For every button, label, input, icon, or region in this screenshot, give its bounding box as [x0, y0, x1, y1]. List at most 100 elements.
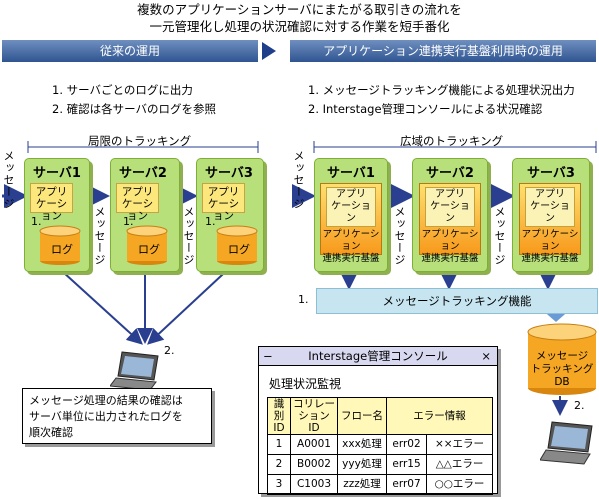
- cell-corr: C1003: [290, 474, 338, 495]
- col-correlation-id: コリレーションID: [290, 397, 338, 435]
- left-item-2: 2. 確認は各サーバのログを参照: [52, 102, 217, 116]
- app-integration-box: アプリケーション アプリケーション 連携実行基盤: [519, 183, 581, 264]
- title-line-2: 一元管理化し処理の状況確認に対する作業を短手番化: [149, 19, 450, 34]
- cell-code: err15: [385, 454, 428, 475]
- server-title: サーバ1: [33, 166, 81, 181]
- right-banner: アプリケーション連携実行基盤利用時の運用: [290, 40, 596, 62]
- db-label-1: メッセージ: [535, 350, 589, 362]
- table-row[interactable]: 1 A0001 xxx処理 err02 ××エラー: [267, 434, 493, 455]
- tracking-db-label: メッセージ トラッキングDB: [528, 350, 596, 389]
- cell-code: err07: [385, 474, 428, 495]
- tracking-db-icon: [527, 323, 597, 395]
- app-box: アプリケーション: [116, 183, 159, 222]
- cell-msg: ××エラー: [426, 434, 493, 455]
- close-icon[interactable]: ×: [481, 349, 491, 363]
- db-label-2: トラッキングDB: [530, 363, 594, 388]
- server-title: サーバ2: [426, 166, 474, 181]
- minimize-icon[interactable]: −: [263, 349, 273, 363]
- banner-arrow-icon: [262, 42, 276, 60]
- col-error-info: エラー情報: [386, 397, 493, 435]
- app-label-1: アプリ: [535, 189, 565, 200]
- left-server-1: サーバ1 アプリケーション 1. ログ: [24, 158, 90, 272]
- note-line-2: サーバ単位に出力されたログを: [29, 410, 183, 423]
- app-label-1: アプリ: [435, 189, 465, 200]
- app-label-2: ケーション: [207, 198, 240, 222]
- right-server-1: サーバ1 アプリケーション アプリケーション 連携実行基盤: [314, 158, 388, 272]
- left-server-2: サーバ2 アプリケーション 1. ログ: [110, 158, 180, 272]
- base-label-1: アプリケーション: [322, 229, 380, 252]
- message-tracking-bar: メッセージトラッキング機能: [316, 288, 598, 314]
- cell-corr: A0001: [290, 434, 338, 455]
- app-label-1: アプリ: [121, 186, 154, 198]
- app-label-1: アプリ: [336, 189, 366, 200]
- step-1-label: 1.: [205, 215, 216, 228]
- server-title: サーバ2: [119, 166, 167, 181]
- console-heading: 処理状況監視: [269, 377, 342, 391]
- server-title: サーバ3: [205, 166, 253, 181]
- right-server-2: サーバ2 アプリケーション アプリケーション 連携実行基盤: [412, 158, 488, 272]
- log-label: ログ: [228, 243, 250, 256]
- base-label-2: 連携実行基盤: [521, 253, 579, 264]
- right-message-label-1: メッセージ: [393, 206, 406, 266]
- log-label: ログ: [138, 243, 160, 256]
- title-line-1: 複数のアプリケーションサーバにまたがる取引きの流れを: [137, 2, 462, 17]
- right-step-2-label: 2.: [574, 399, 585, 412]
- laptop-icon: [110, 351, 159, 391]
- base-label-1: アプリケーション: [521, 229, 579, 252]
- left-item-1: 1. サーバごとのログに出力: [52, 83, 193, 97]
- right-server-3: サーバ3 アプリケーション アプリケーション 連携実行基盤: [512, 158, 590, 272]
- laptop-icon: [540, 421, 593, 465]
- app-integration-box: アプリケーション アプリケーション 連携実行基盤: [419, 183, 481, 264]
- left-message-label-2: メッセージ: [182, 206, 195, 266]
- table-row[interactable]: 2 B0002 yyy処理 err15 △△エラー: [267, 454, 493, 475]
- console-titlebar: − Interstage管理コンソール ×: [259, 347, 497, 366]
- console-title: Interstage管理コンソール: [308, 349, 448, 363]
- cell-corr: B0002: [290, 454, 338, 475]
- step-1-label: 1.: [123, 215, 134, 228]
- right-item-1: 1. メッセージトラッキング機能による処理状況出力: [308, 83, 575, 97]
- right-tracking-label: 広域のトラッキング: [400, 134, 504, 148]
- base-label-2: 連携実行基盤: [421, 253, 479, 264]
- cell-flow: yyy処理: [337, 454, 387, 475]
- log-cylinder-icon: [39, 225, 81, 265]
- cell-msg: △△エラー: [426, 454, 493, 475]
- app-integration-box: アプリケーション アプリケーション 連携実行基盤: [320, 183, 382, 264]
- left-tracking-label: 局限のトラッキング: [88, 134, 192, 148]
- col-flow-name: フロー名: [337, 397, 387, 435]
- app-label-2: ケーション: [121, 198, 154, 222]
- cell-id: 2: [267, 454, 291, 475]
- cell-flow: zzz処理: [337, 474, 387, 495]
- log-cylinder-icon: [216, 225, 258, 265]
- left-message-vertical: メッセージ: [2, 150, 15, 210]
- app-inner-box: アプリケーション: [425, 187, 475, 227]
- cell-id: 1: [267, 434, 291, 455]
- app-label-2: ケーション: [430, 201, 470, 224]
- left-step-2-label: 2.: [164, 344, 175, 357]
- right-item-2: 2. Interstage管理コンソールによる状況確認: [308, 102, 543, 116]
- note-line-3: 順次確認: [29, 426, 73, 439]
- cell-msg: ○○エラー: [426, 474, 493, 495]
- note-line-1: メッセージ処理の結果の確認は: [29, 394, 183, 407]
- right-step-1-label: 1.: [298, 293, 309, 306]
- app-inner-box: アプリケーション: [525, 187, 575, 227]
- app-label-2: ケーション: [35, 198, 68, 222]
- app-label-1: アプリ: [207, 186, 240, 198]
- app-box: アプリケーション: [30, 183, 73, 222]
- cell-id: 3: [267, 474, 291, 495]
- table-row[interactable]: 3 C1003 zzz処理 err07 ○○エラー: [267, 474, 493, 495]
- right-message-label-2: メッセージ: [493, 206, 506, 266]
- step-1-label: 1.: [31, 215, 42, 228]
- right-message-vertical: メッセージ: [292, 150, 305, 210]
- app-box: アプリケーション: [202, 183, 245, 222]
- left-note: メッセージ処理の結果の確認は サーバ単位に出力されたログを 順次確認: [22, 388, 212, 444]
- app-label-1: アプリ: [35, 186, 68, 198]
- left-banner: 従来の運用: [2, 40, 258, 62]
- app-label-2: ケーション: [530, 201, 570, 224]
- server-title: サーバ1: [327, 166, 375, 181]
- app-label-2: ケーション: [331, 201, 371, 224]
- log-label: ログ: [51, 243, 73, 256]
